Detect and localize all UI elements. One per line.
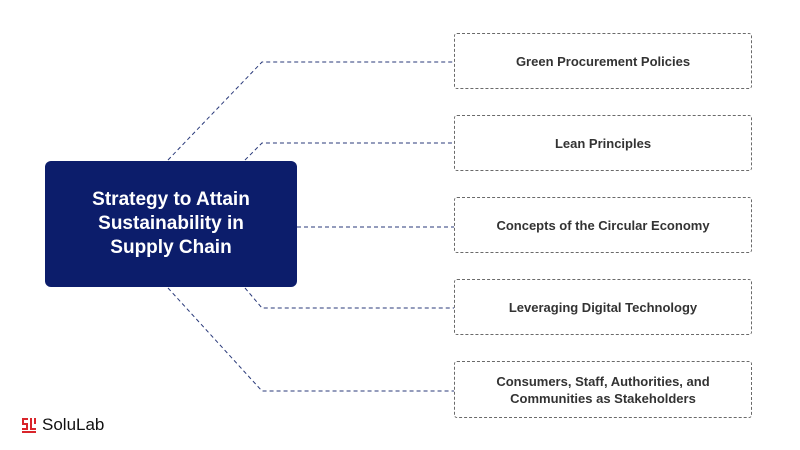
center-title: Strategy to Attain Sustainability in Sup…	[92, 189, 250, 258]
branch-label: Concepts of the Circular Economy	[496, 217, 710, 233]
branch-node-stakeholders: Consumers, Staff, Authorities, and Commu…	[454, 361, 752, 418]
connector-line-5	[167, 287, 454, 392]
center-node: Strategy to Attain Sustainability in Sup…	[45, 161, 297, 287]
branch-node-circular-economy: Concepts of the Circular Economy	[454, 197, 752, 253]
branch-label: Lean Principles	[554, 135, 652, 151]
connector-line-2	[244, 142, 454, 161]
connector-line-1	[167, 61, 454, 161]
branch-node-green-procurement: Green Procurement Policies	[454, 33, 752, 89]
solulab-logo: SoluLab	[22, 415, 104, 435]
branch-label: Consumers, Staff, Authorities, and Commu…	[496, 373, 710, 406]
branch-node-lean-principles: Lean Principles	[454, 115, 752, 171]
logo-text: SoluLab	[42, 415, 105, 434]
branch-label: Leveraging Digital Technology	[508, 299, 698, 315]
connector-line-4	[244, 287, 454, 309]
solulab-logo-icon	[22, 417, 36, 433]
branch-label: Green Procurement Policies	[515, 53, 691, 69]
branch-node-digital-technology: Leveraging Digital Technology	[454, 279, 752, 335]
